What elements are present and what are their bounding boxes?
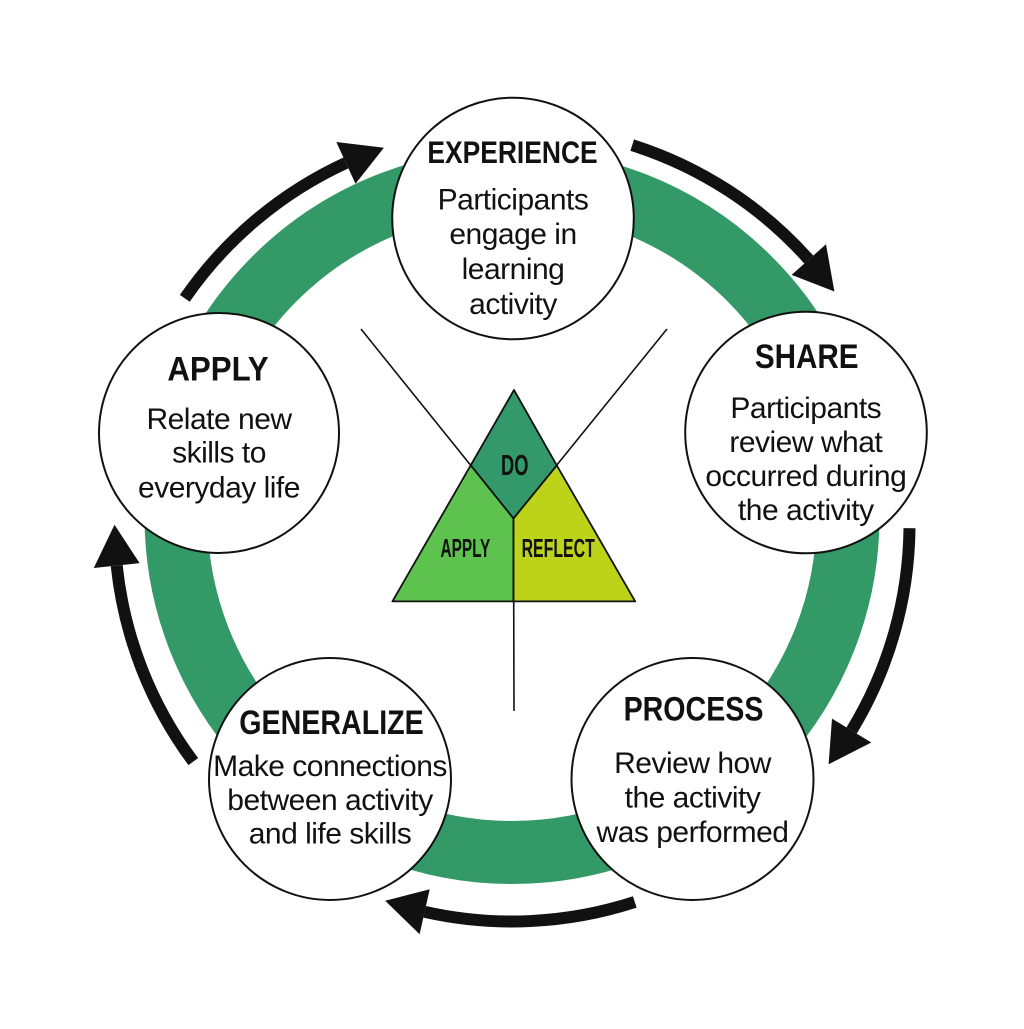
svg-text:SHARE: SHARE: [755, 338, 859, 376]
svg-text:occurred during: occurred during: [705, 460, 906, 493]
svg-text:engage in: engage in: [449, 218, 576, 251]
svg-text:everyday life: everyday life: [138, 471, 300, 504]
svg-text:Relate new: Relate new: [146, 403, 292, 436]
svg-text:the activity: the activity: [625, 782, 761, 815]
svg-text:Participants: Participants: [438, 183, 589, 216]
svg-text:APPLY: APPLY: [441, 535, 491, 563]
svg-text:EXPERIENCE: EXPERIENCE: [427, 135, 597, 170]
svg-text:APPLY: APPLY: [167, 351, 268, 389]
svg-text:the activity: the activity: [738, 494, 874, 527]
svg-text:review what: review what: [729, 426, 883, 459]
svg-text:REFLECT: REFLECT: [522, 535, 595, 563]
svg-text:learning: learning: [462, 253, 565, 286]
svg-text:Make connections: Make connections: [213, 750, 447, 783]
svg-text:Participants: Participants: [730, 392, 881, 425]
svg-text:PROCESS: PROCESS: [624, 690, 764, 728]
svg-text:activity: activity: [469, 288, 557, 321]
svg-text:Review how: Review how: [614, 747, 772, 780]
svg-text:was performed: was performed: [596, 816, 789, 849]
svg-text:DO: DO: [501, 450, 528, 482]
svg-text:GENERALIZE: GENERALIZE: [239, 704, 424, 742]
svg-text:and life skills: and life skills: [249, 818, 412, 851]
svg-text:between activity: between activity: [227, 784, 433, 817]
svg-text:skills to: skills to: [172, 437, 266, 470]
